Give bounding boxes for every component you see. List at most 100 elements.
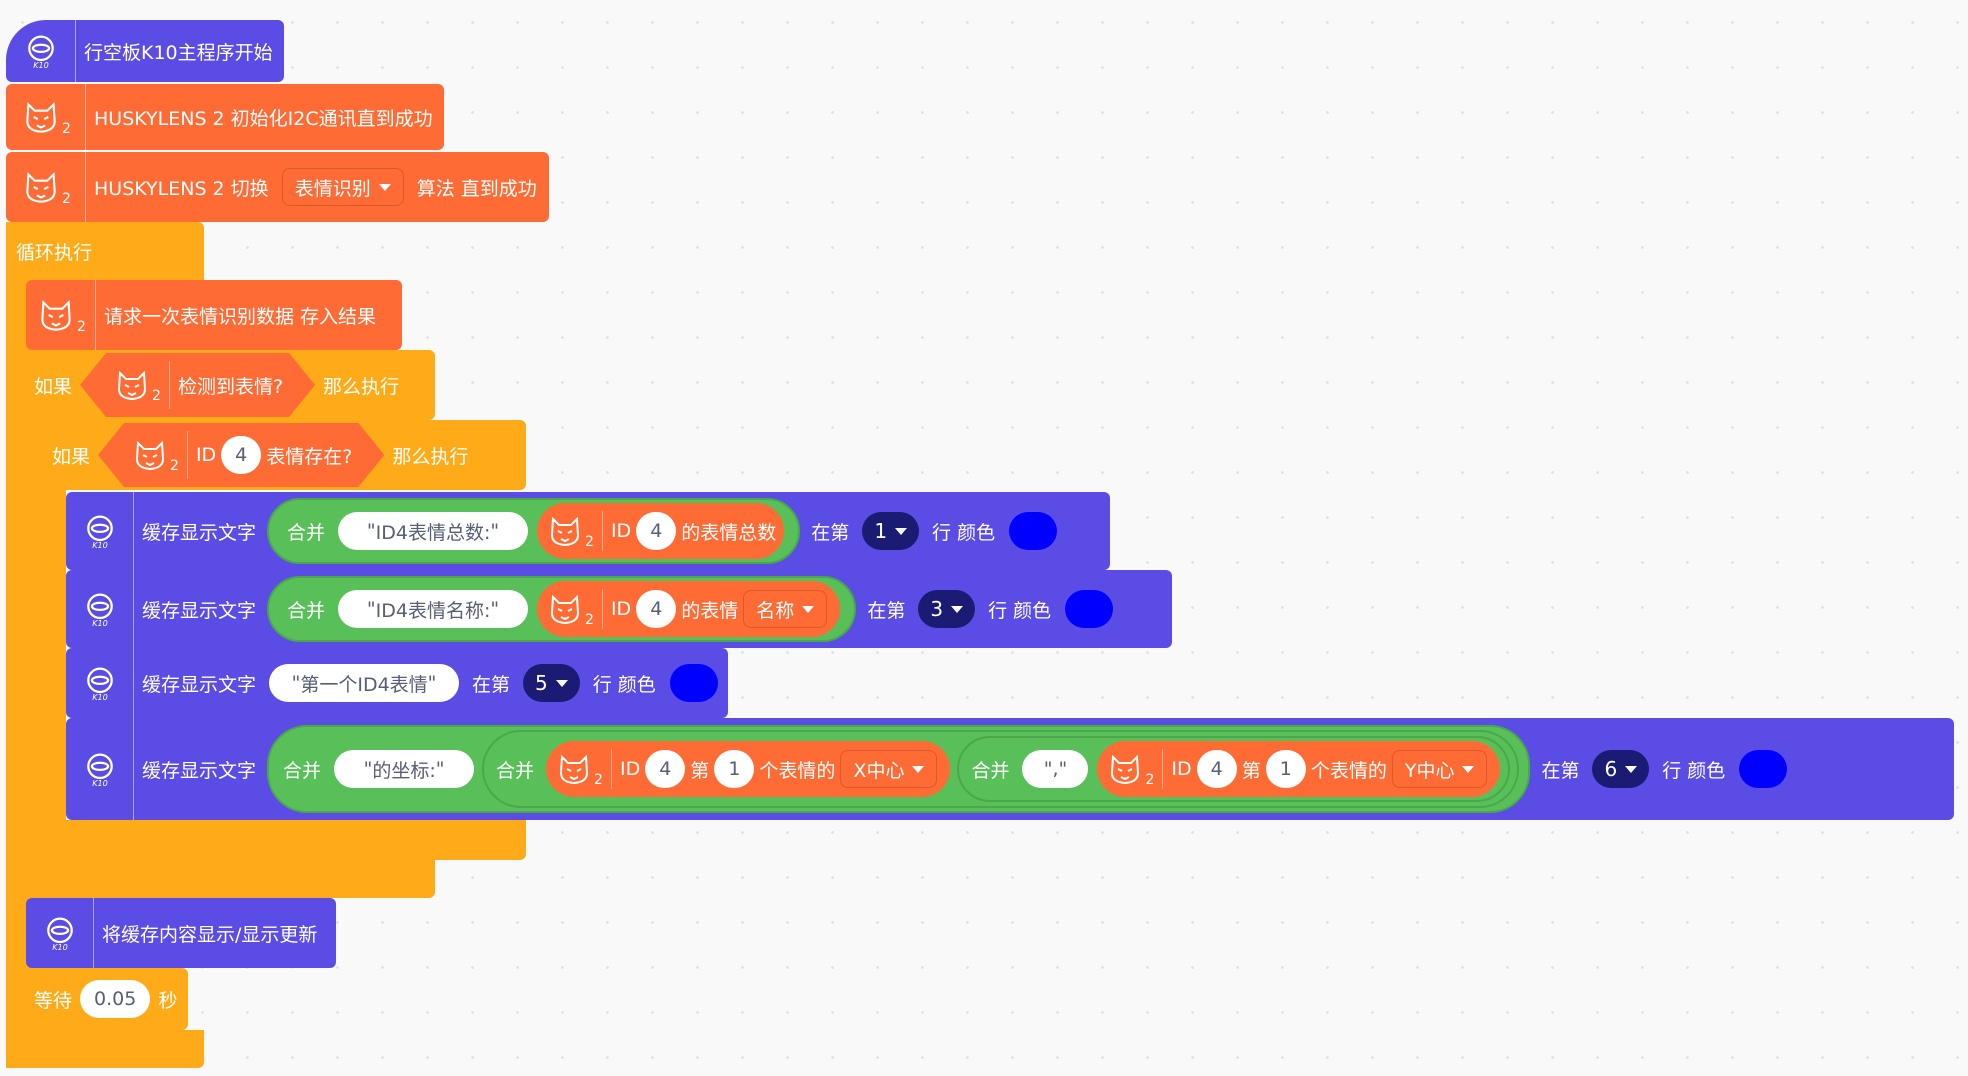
join-operator-inner[interactable]: 合并 "," 2 ID 4 第 1 个表情的 Y中心 [957, 736, 1511, 802]
display-text-label: 缓存显示文字 [142, 759, 257, 782]
display-text-block-2[interactable]: K10 缓存显示文字 合并 " ID4表情名称: " 2 ID 4 的表情 名称… [66, 570, 1172, 648]
color-swatch[interactable] [1065, 590, 1114, 628]
id-input[interactable]: 4 [636, 590, 677, 628]
row-color-label: 行 颜色 [592, 673, 656, 696]
loop-block-header[interactable] [6, 222, 204, 280]
at-row-label: 在第 [811, 521, 850, 544]
k10-board-icon: K10 [66, 570, 134, 648]
join-operator-outer[interactable]: 合并 " 的坐标: " 合并 2 ID 4 第 1 个表情的 X中心 合并 ",… [267, 725, 1531, 813]
nth-input[interactable]: 1 [1265, 750, 1306, 788]
if2-block-footer[interactable] [44, 820, 526, 860]
if2-condition-label: 表情存在? [266, 445, 353, 468]
divider [169, 361, 170, 409]
wait-unit-label: 秒 [158, 989, 178, 1012]
text-input-value: ID4表情名称: [375, 599, 491, 622]
loop-block-footer[interactable] [6, 1030, 204, 1068]
if1-condition-label: 检测到表情? [177, 375, 284, 398]
loop-label: 循环执行 [16, 241, 93, 264]
text-input-value: 的坐标: [372, 759, 436, 782]
main-program-hat-block[interactable]: K10 行空板K10主程序开始 [6, 20, 284, 82]
row-dropdown[interactable]: 6 [1592, 750, 1650, 788]
huskylens-version-label: 2 [62, 121, 71, 137]
if1-then-label: 那么执行 [323, 375, 400, 398]
if1-header[interactable]: 如果 2 检测到表情? 那么执行 [26, 350, 435, 420]
color-swatch[interactable] [1739, 750, 1788, 788]
if1-block-body[interactable] [26, 350, 48, 898]
huskylens-cat-icon: 2 [545, 589, 594, 629]
text-input[interactable]: " 的坐标: " [334, 750, 475, 788]
huskylens-init-block[interactable]: 2 HUSKYLENS 2 初始化I2C通讯直到成功 [6, 84, 444, 150]
huskylens-switch-algorithm-block[interactable]: 2 HUSKYLENS 2 切换 表情识别 算法 直到成功 [6, 152, 549, 222]
wait-seconds-input[interactable]: 0.05 [80, 980, 151, 1018]
expression-field-reporter[interactable]: 2 ID 4 的表情 名称 [537, 581, 841, 637]
display-text-block-4[interactable]: K10 缓存显示文字 合并 " 的坐标: " 合并 2 ID 4 第 1 个表情… [66, 718, 1954, 820]
if1-block-footer[interactable] [26, 860, 435, 898]
row-dropdown[interactable]: 1 [862, 512, 920, 550]
join-label: 合并 [287, 521, 326, 544]
display-refresh-block[interactable]: K10 将缓存内容显示/显示更新 [26, 898, 336, 968]
join-operator[interactable]: 合并 " ID4表情总数: " 2 ID 4 的表情总数 [267, 498, 801, 564]
row-dropdown-value: 5 [535, 671, 548, 695]
id-label: ID [1171, 758, 1192, 780]
y-center-reporter[interactable]: 2 ID 4 第 1 个表情的 Y中心 [1097, 741, 1501, 797]
text-input-value: 第一个ID4表情 [300, 673, 428, 696]
nth-input[interactable]: 1 [714, 750, 755, 788]
row-dropdown[interactable]: 3 [918, 590, 976, 628]
row-dropdown-value: 3 [930, 597, 944, 621]
display-text-block-1[interactable]: K10 缓存显示文字 合并 " ID4表情总数: " 2 ID 4 的表情总数 … [66, 492, 1110, 570]
huskylens-cat-icon: 2 [6, 84, 86, 150]
row-dropdown[interactable]: 5 [523, 664, 580, 702]
huskylens-version-label: 2 [585, 534, 594, 550]
chevron-down-icon [912, 765, 925, 773]
text-input[interactable]: " ID4表情总数: " [338, 512, 529, 550]
huskylens-cat-icon: 2 [554, 749, 603, 789]
huskylens-request-block[interactable]: 2 请求一次表情识别数据 存入结果 [26, 280, 402, 350]
at-row-label: 在第 [472, 673, 511, 696]
x-center-reporter[interactable]: 2 ID 4 第 1 个表情的 X中心 [546, 741, 951, 797]
row-color-label: 行 颜色 [932, 521, 996, 544]
chevron-down-icon [951, 605, 964, 613]
expression-exists-condition[interactable]: 2 ID 4 表情存在? [98, 423, 384, 487]
huskylens-version-label: 2 [1145, 772, 1155, 788]
huskylens-version-label: 2 [152, 388, 161, 404]
k10-icon-text: K10 [52, 942, 68, 951]
huskylens-cat-icon: 2 [6, 152, 86, 222]
if2-header[interactable]: 如果 2 ID 4 表情存在? 那么执行 [44, 420, 526, 490]
color-swatch[interactable] [1009, 512, 1058, 550]
color-swatch[interactable] [669, 664, 718, 702]
display-text-label: 缓存显示文字 [142, 599, 257, 622]
expression-count-reporter[interactable]: 2 ID 4 的表情总数 [537, 503, 785, 559]
x-field-dropdown[interactable]: X中心 [840, 750, 938, 788]
algorithm-dropdown-value: 表情识别 [294, 177, 371, 200]
huskylens-version-label: 2 [594, 772, 603, 788]
field-dropdown-value: 名称 [756, 599, 795, 622]
wait-block[interactable]: 等待 0.05 秒 [26, 968, 188, 1030]
text-input[interactable]: " 第一个ID4表情 " [269, 664, 460, 702]
algorithm-dropdown[interactable]: 表情识别 [281, 168, 404, 206]
field-dropdown[interactable]: 名称 [743, 590, 828, 628]
k10-icon-text: K10 [33, 60, 49, 69]
divider [601, 589, 603, 629]
k10-icon-text: K10 [92, 618, 108, 627]
chevron-down-icon [1462, 765, 1475, 773]
id-input[interactable]: 4 [636, 512, 677, 550]
if2-if-label: 如果 [52, 445, 91, 468]
join-label: 合并 [287, 599, 326, 622]
huskylens-version-label: 2 [170, 458, 179, 474]
text-input[interactable]: " ID4表情名称: " [338, 590, 529, 628]
display-text-block-3[interactable]: K10 缓存显示文字 " 第一个ID4表情 " 在第 5 行 颜色 [66, 648, 728, 718]
separator-input[interactable]: "," [1022, 750, 1089, 788]
if2-id-input[interactable]: 4 [221, 436, 261, 474]
x-field-dropdown-value: X中心 [853, 759, 905, 782]
display-text-label: 缓存显示文字 [142, 673, 257, 696]
join-operator-middle[interactable]: 合并 2 ID 4 第 1 个表情的 X中心 合并 "," 2 ID 4 第 [482, 730, 1520, 808]
huskylens-version-label: 2 [585, 612, 594, 628]
request-label: 请求一次表情识别数据 存入结果 [104, 305, 377, 328]
y-field-dropdown[interactable]: Y中心 [1391, 750, 1488, 788]
if2-block-body[interactable] [44, 420, 66, 860]
at-row-label: 在第 [867, 599, 906, 622]
join-operator[interactable]: 合并 " ID4表情名称: " 2 ID 4 的表情 名称 [267, 576, 857, 642]
id-input[interactable]: 4 [645, 750, 686, 788]
detected-expression-condition[interactable]: 2 检测到表情? [80, 353, 315, 417]
id-input[interactable]: 4 [1196, 750, 1237, 788]
